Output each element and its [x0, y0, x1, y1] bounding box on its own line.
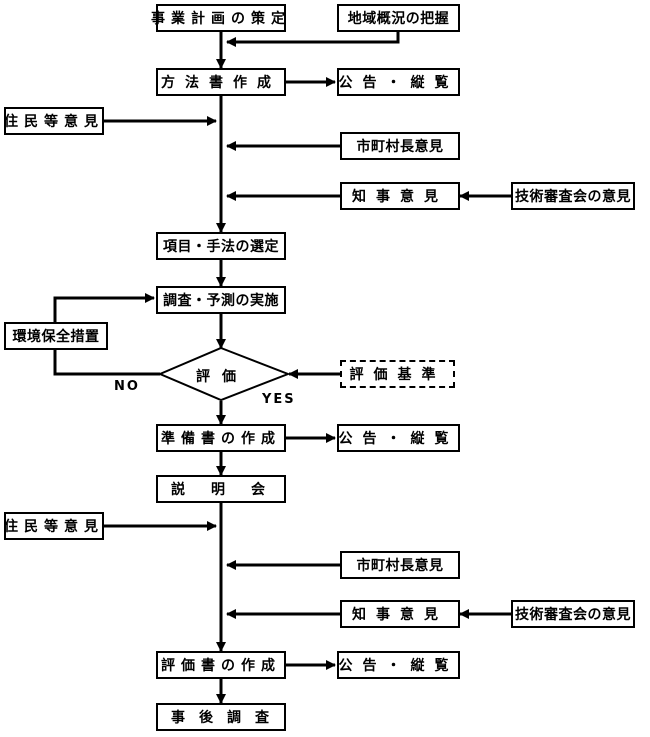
box-eval-criteria: 評価基準: [340, 360, 455, 388]
box-briefing: 説明会: [156, 475, 286, 503]
box-prep-doc: 準備書の作成: [156, 424, 286, 452]
box-method-doc: 方法書作成: [156, 68, 286, 96]
box-residents-1: 住民等意見: [4, 107, 104, 135]
arrow-overview-to-trunk: [226, 32, 400, 47]
evaluation-diamond: [157, 346, 291, 402]
evaluation-label: 評価: [196, 369, 248, 385]
box-governor-2: 知事意見: [340, 600, 460, 628]
box-mayors-1: 市町村長意見: [340, 132, 460, 160]
box-eval-doc: 評価書の作成: [156, 651, 286, 679]
box-residents-2: 住民等意見: [4, 512, 104, 540]
box-tech-review-2: 技術審査会の意見: [511, 600, 635, 628]
box-post-survey: 事後調査: [156, 703, 286, 731]
box-regional-overview: 地域概況の把握: [337, 4, 460, 32]
box-tech-review-1: 技術審査会の意見: [511, 182, 635, 210]
box-notice-1: 公告・縦覧: [337, 68, 460, 96]
box-project-plan: 事業計画の策定: [151, 4, 286, 32]
box-item-selection: 項目・手法の選定: [156, 232, 286, 260]
box-env-measures: 環境保全措置: [4, 322, 108, 350]
box-notice-2: 公告・縦覧: [337, 424, 460, 452]
box-governor-1: 知事意見: [340, 182, 460, 210]
box-survey: 調査・予測の実施: [156, 286, 286, 314]
yes-label: YES: [262, 392, 296, 407]
box-notice-3: 公告・縦覧: [337, 651, 460, 679]
no-label: NO: [114, 379, 140, 394]
box-mayors-2: 市町村長意見: [340, 551, 460, 579]
